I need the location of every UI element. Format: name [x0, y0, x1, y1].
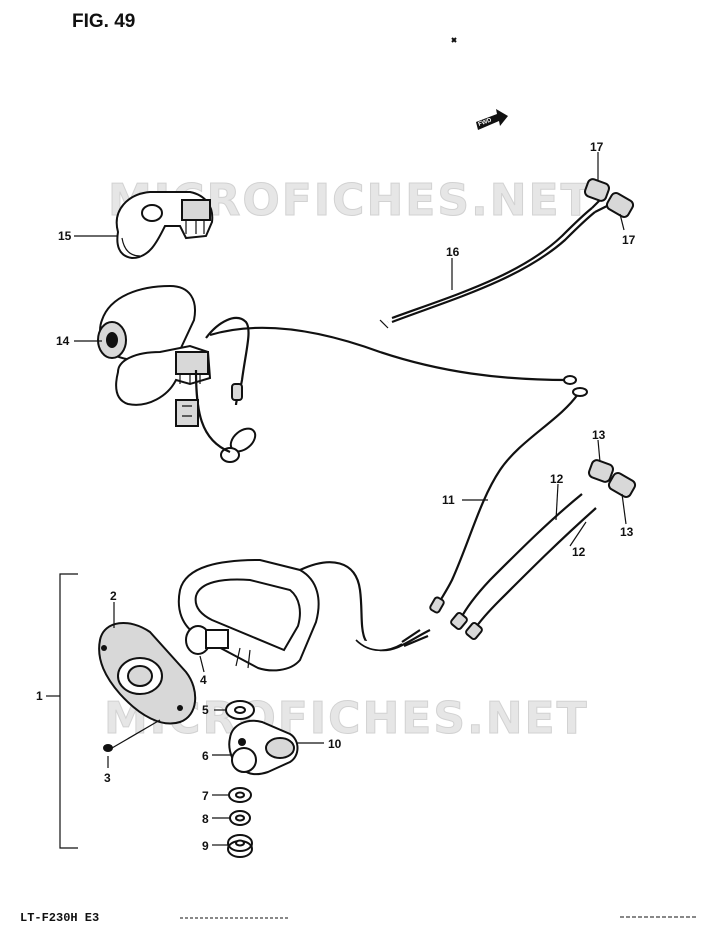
handlebar-switch-14 [97, 284, 577, 454]
screw-3 [103, 719, 161, 752]
clamp-bracket-10 [228, 719, 299, 776]
callout-6: 6 [202, 749, 209, 763]
bulb-4 [185, 625, 229, 655]
assembly-bracket-1 [46, 573, 78, 849]
callout-16: 16 [446, 245, 460, 259]
wire-12 [450, 493, 597, 640]
figure-title: FIG. 49 [72, 11, 135, 32]
callout-10: 10 [328, 737, 342, 751]
callout-12-top: 12 [550, 472, 564, 486]
callout-14: 14 [56, 334, 70, 348]
watermark-bottom: MICROFICHES.NET [104, 693, 589, 744]
callout-5: 5 [202, 703, 209, 717]
callout-7: 7 [202, 789, 209, 803]
callout-8: 8 [202, 812, 209, 826]
callout-17-bottom: 17 [622, 233, 636, 247]
nut-9 [227, 834, 253, 858]
handlebar-switch-15 [115, 191, 214, 260]
callout-9: 9 [202, 839, 209, 853]
wire-11 [429, 387, 588, 614]
callout-2: 2 [110, 589, 117, 603]
callout-11: 11 [442, 493, 455, 507]
washer-8 [229, 810, 251, 826]
forward-label: FWD [478, 117, 494, 128]
leader-lines [74, 152, 627, 846]
callout-3: 3 [104, 771, 111, 785]
callout-labels: 15 14 16 17 17 13 13 11 12 12 1 2 3 4 5 … [36, 140, 636, 853]
forward-arrow-icon: FWD [476, 109, 508, 130]
speck-mark [451, 37, 457, 43]
tail-lens-2 [98, 621, 197, 725]
connector-13 [587, 459, 637, 498]
callout-4: 4 [200, 673, 207, 687]
washer-7 [228, 787, 252, 803]
model-code: LT-F230H E3 [20, 911, 99, 925]
wiring-harness-16 [220, 197, 608, 463]
callout-12-bottom: 12 [572, 545, 586, 559]
callout-15: 15 [58, 229, 72, 243]
callout-13-top: 13 [592, 428, 606, 442]
callout-1: 1 [36, 689, 43, 703]
connector-17 [583, 178, 635, 218]
callout-17-top: 17 [590, 140, 604, 154]
tail-light-housing [177, 558, 431, 672]
washer-5 [225, 700, 255, 720]
callout-13-bottom: 13 [620, 525, 634, 539]
